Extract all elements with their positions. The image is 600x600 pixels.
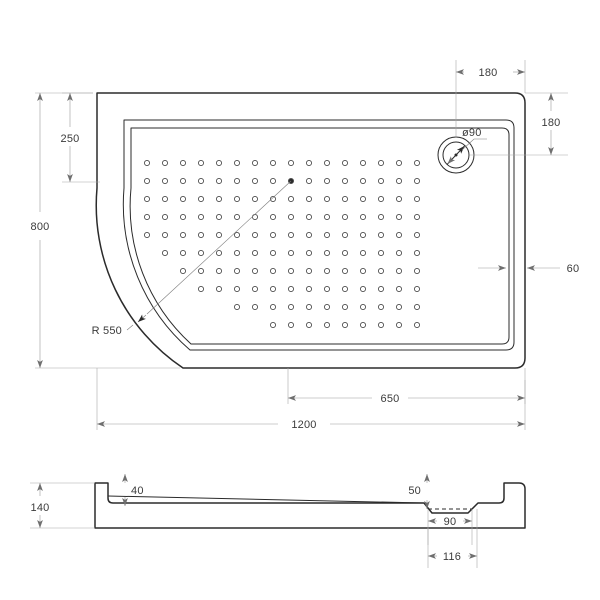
radius-callout: R 550 <box>92 178 294 337</box>
dim-label-60: 60 <box>567 263 580 275</box>
dim-straight-depth: 250 <box>61 92 100 183</box>
dim-label-140: 140 <box>31 502 50 514</box>
section-view: 140 40 50 90 <box>30 474 526 568</box>
dim-label-116: 116 <box>443 551 461 563</box>
drain-assembly: ø90 <box>437 127 487 174</box>
dim-drain-offset-x: 180 <box>455 60 526 138</box>
dim-section-height: 140 <box>30 482 95 529</box>
section-floor-slope-line <box>107 495 425 504</box>
dim-label-1200: 1200 <box>291 419 316 431</box>
drain-inner-circle <box>442 141 470 169</box>
dim-label-90: 90 <box>444 516 457 528</box>
dim-label-40: 40 <box>131 485 144 497</box>
dim-label-650: 650 <box>381 393 400 405</box>
dim-label-250: 250 <box>61 133 80 145</box>
dim-drain-offset-y: 180 <box>470 92 568 156</box>
dim-section-floor-drop: 50 <box>408 474 430 509</box>
tray-rim-inner-line-1 <box>122 119 515 351</box>
dot-row <box>269 321 432 329</box>
dot-row <box>143 148 421 149</box>
drain-diameter-arrow <box>447 145 465 165</box>
dim-label-800: 800 <box>31 221 50 233</box>
radius-label-leader <box>126 324 134 331</box>
dot-row <box>143 177 421 185</box>
dim-rim-width: 60 <box>478 263 579 275</box>
dim-section-recess-width: 90 <box>427 509 473 545</box>
dot-row <box>143 213 432 221</box>
radius-label: R 550 <box>92 325 122 337</box>
dot-row <box>197 285 432 293</box>
dim-label-180-y: 180 <box>542 117 561 129</box>
tray-rim-inner-line-2 <box>129 127 510 345</box>
drain-diameter-label: ø90 <box>462 127 482 139</box>
dot-row <box>143 231 432 239</box>
dot-row <box>233 303 432 311</box>
plan-view: ø90 R 550 800 <box>31 60 579 431</box>
dim-section-recess-offset: 116 <box>427 509 478 568</box>
dim-label-180-x: 180 <box>479 67 498 79</box>
dim-section-rim-step: 40 <box>122 474 144 506</box>
tray-outer-outline <box>95 92 526 369</box>
dim-label-50: 50 <box>408 485 421 497</box>
radius-arrow-line <box>137 314 147 323</box>
dot-row <box>179 267 432 275</box>
section-outer-profile <box>94 482 526 529</box>
dim-straight-width: 650 <box>287 368 526 405</box>
radius-leader-line <box>146 180 292 315</box>
dot-row <box>161 249 432 257</box>
dot-row <box>143 159 421 167</box>
anti-slip-dot-grid <box>143 148 432 329</box>
dot-row <box>143 195 432 203</box>
drain-diameter-leader <box>461 138 487 151</box>
dim-overall-width: 1200 <box>96 368 526 431</box>
